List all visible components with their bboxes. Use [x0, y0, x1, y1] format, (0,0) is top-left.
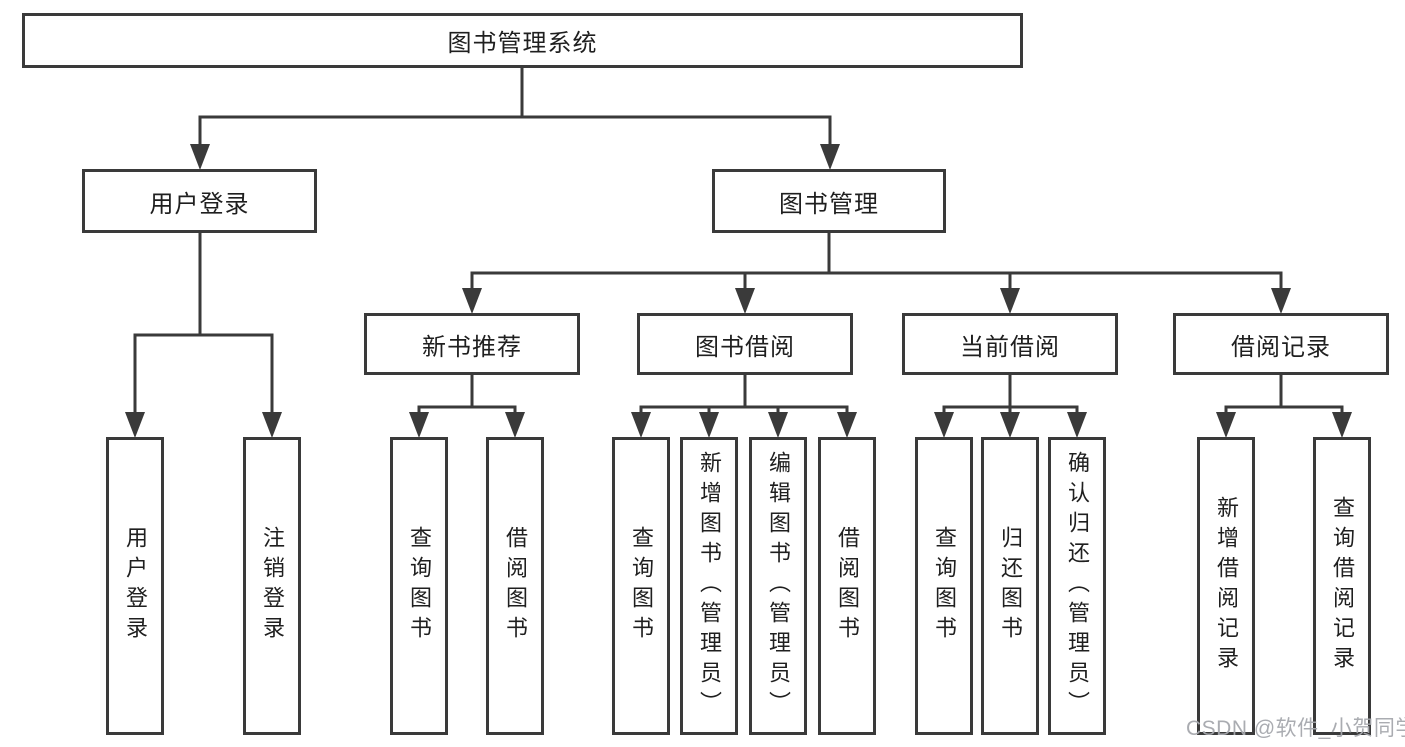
leaf-query-books-current: 查询图书: [915, 437, 973, 735]
node-borrow-records: 借阅记录: [1173, 313, 1389, 375]
leaf-add-borrow-record: 新增借阅记录: [1197, 437, 1255, 735]
node-current-borrow: 当前借阅: [902, 313, 1118, 375]
connector-bookborrow-to-leaves: [639, 375, 849, 415]
node-library-system: 图书管理系统: [22, 13, 1023, 68]
connector-borrowrecords-to-leaves: [1224, 375, 1344, 415]
node-new-book-recommend: 新书推荐: [364, 313, 580, 375]
leaf-add-books-admin: 新增图书（管理员）: [680, 437, 738, 735]
node-book-management: 图书管理: [712, 169, 946, 233]
leaf-logout: 注销登录: [243, 437, 301, 735]
leaf-confirm-return-admin: 确认归还（管理员）: [1048, 437, 1106, 735]
node-book-borrow: 图书借阅: [637, 313, 853, 375]
connector-root-to-level1: [198, 68, 832, 146]
leaf-return-books: 归还图书: [981, 437, 1039, 735]
arrowheads: [125, 144, 1352, 438]
leaf-query-borrow-record: 查询借阅记录: [1313, 437, 1371, 735]
connector-currentborrow-to-leaves: [942, 375, 1079, 415]
leaf-edit-books-admin: 编辑图书（管理员）: [749, 437, 807, 735]
connector-bookmgmt-to-level2: [470, 233, 1283, 291]
leaf-user-login: 用户登录: [106, 437, 164, 735]
leaf-query-books-borrow: 查询图书: [612, 437, 670, 735]
connector-newbook-to-leaves: [417, 375, 517, 415]
leaf-query-books-recommend: 查询图书: [390, 437, 448, 735]
leaf-borrow-books-recommend: 借阅图书: [486, 437, 544, 735]
connector-userlogin-to-leaves: [133, 233, 274, 414]
leaf-borrow-books: 借阅图书: [818, 437, 876, 735]
node-user-login: 用户登录: [82, 169, 317, 233]
csdn-watermark: CSDN @软件_小贺同学: [1186, 717, 1405, 740]
